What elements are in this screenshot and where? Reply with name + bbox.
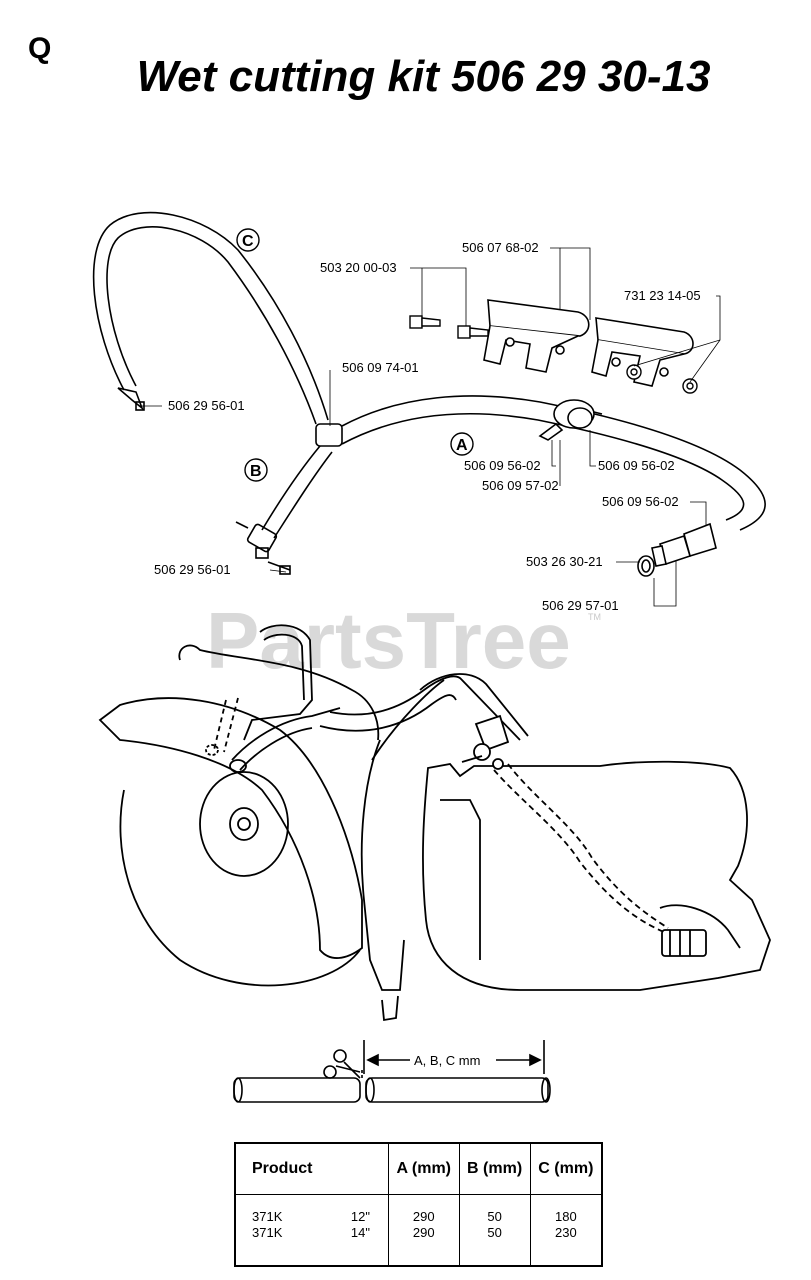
header-c-mm: C (mm) — [530, 1143, 602, 1195]
product-cell: 371K 371K — [235, 1195, 312, 1267]
screw-right — [457, 325, 489, 339]
a-cell: 290 290 — [388, 1194, 460, 1266]
size-row1: 12" — [350, 1209, 370, 1224]
watermark-tm: TM — [588, 612, 601, 622]
svg-text:A: A — [456, 437, 468, 454]
label-503-20-00-03: 503 20 00-03 — [320, 260, 397, 275]
svg-text:B: B — [250, 463, 262, 480]
section-letter: Q — [28, 32, 52, 65]
table-row: 371K 371K 12" 14" 290 290 50 50 180 230 — [235, 1194, 602, 1267]
header-a-mm: A (mm) — [388, 1143, 460, 1195]
b-row1: 50 — [487, 1209, 502, 1224]
b-row2: 50 — [487, 1225, 502, 1240]
header-product: Product — [235, 1143, 389, 1195]
label-506-29-56-01-bottom: 506 29 56-01 — [154, 562, 231, 577]
label-506-09-74-01: 506 09 74-01 — [342, 360, 419, 375]
coupling — [637, 522, 717, 577]
label-506-09-56-02-a: 506 09 56-02 — [464, 458, 541, 473]
hose-b — [235, 445, 333, 575]
c-cell: 180 230 — [530, 1195, 602, 1267]
label-506-07-68-02: 506 07 68-02 — [462, 240, 539, 255]
screw-left — [409, 315, 441, 329]
a-row2: 290 — [412, 1225, 435, 1240]
callout-c: C — [236, 228, 260, 252]
label-503-26-30-21: 503 26 30-21 — [526, 554, 603, 569]
leader-lines — [142, 247, 721, 607]
a-row1: 290 — [412, 1209, 435, 1224]
table-header-row: Product A (mm) B (mm) C (mm) — [235, 1143, 602, 1195]
label-731-23-14-05: 731 23 14-05 — [624, 288, 701, 303]
size-row2: 14" — [350, 1225, 370, 1240]
header-b-mm: B (mm) — [459, 1143, 531, 1195]
nut-1 — [626, 364, 642, 380]
hose-a — [341, 395, 766, 531]
valve — [538, 399, 603, 441]
page-title: Wet cutting kit 506 29 30-13 — [136, 52, 711, 101]
label-506-09-56-02-b: 506 09 56-02 — [598, 458, 675, 473]
label-506-29-57-01: 506 29 57-01 — [542, 598, 619, 613]
hose-c — [92, 211, 329, 425]
label-506-29-56-01-top: 506 29 56-01 — [168, 398, 245, 413]
label-506-09-57-02: 506 09 57-02 — [482, 478, 559, 493]
nut-2 — [682, 378, 698, 394]
label-506-09-56-02-c: 506 09 56-02 — [602, 494, 679, 509]
hose-cut-illustration — [233, 1040, 551, 1103]
watermark: PartsTree — [206, 596, 571, 685]
b-cell: 50 50 — [459, 1194, 531, 1266]
c-row1: 180 — [555, 1209, 577, 1224]
clamp-bracket — [483, 299, 694, 387]
dimension-table: Product A (mm) B (mm) C (mm) 371K 371K 1… — [234, 1142, 603, 1267]
product-371k-row2: 371K — [252, 1225, 283, 1240]
size-cell: 12" 14" — [312, 1194, 389, 1266]
callout-a: A — [450, 432, 474, 456]
c-row2: 230 — [555, 1225, 577, 1240]
svg-text:C: C — [242, 233, 254, 250]
t-connector — [315, 423, 343, 447]
product-371k-row1: 371K — [252, 1209, 283, 1224]
power-cutter-illustration — [98, 624, 771, 1022]
callout-b: B — [244, 458, 268, 482]
dimension-label: A, B, C mm — [414, 1053, 480, 1068]
